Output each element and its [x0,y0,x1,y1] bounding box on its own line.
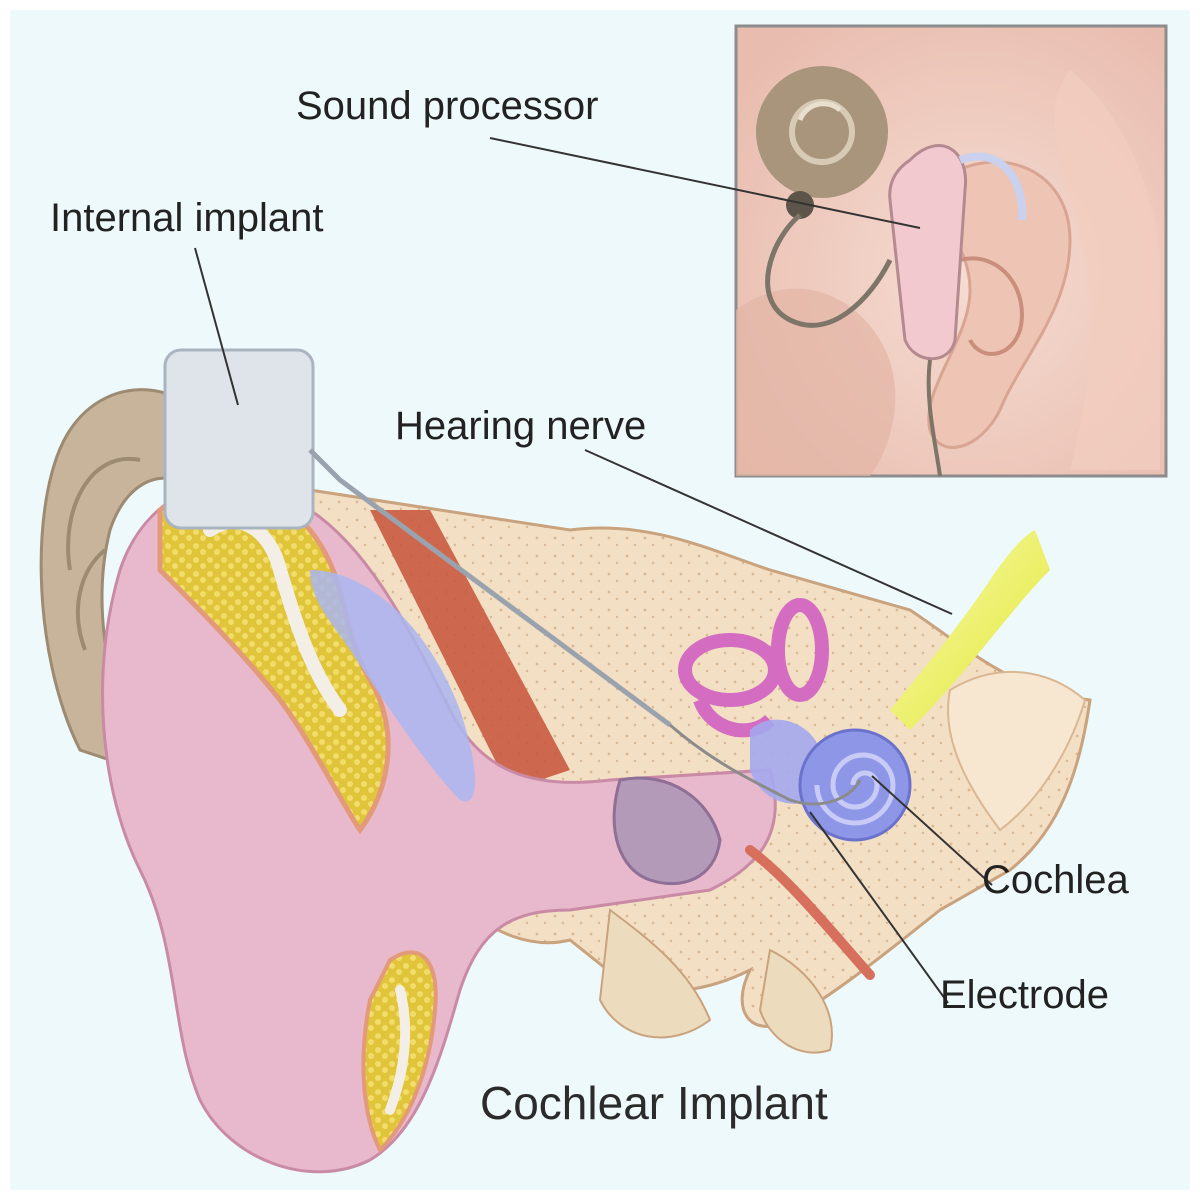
cochlea-shape [750,719,912,842]
leader-lines [194,137,993,1004]
hearing-nerve-shape [890,530,1050,730]
sound-processor-device [888,144,1027,361]
eustachian-tube [745,845,875,980]
label-internal-implant: Internal implant [50,196,324,240]
diagram-background: Sound processor Internal implant Hearing… [10,10,1190,1190]
processor-coil-icon [756,66,888,219]
label-hearing-nerve: Hearing nerve [395,404,647,448]
label-electrode: Electrode [940,973,1109,1017]
inset-panel [734,24,1168,478]
ear-illustration [39,24,1168,1174]
electrode-lead [669,723,862,806]
label-sound-processor: Sound processor [296,84,599,128]
label-cochlea: Cochlea [982,858,1129,902]
internal-implant-device [163,348,672,728]
ear-canal [612,776,722,886]
diagram-title: Cochlear Implant [480,1077,828,1129]
cartilage-band [310,570,475,802]
muscle-tissue [370,510,570,790]
